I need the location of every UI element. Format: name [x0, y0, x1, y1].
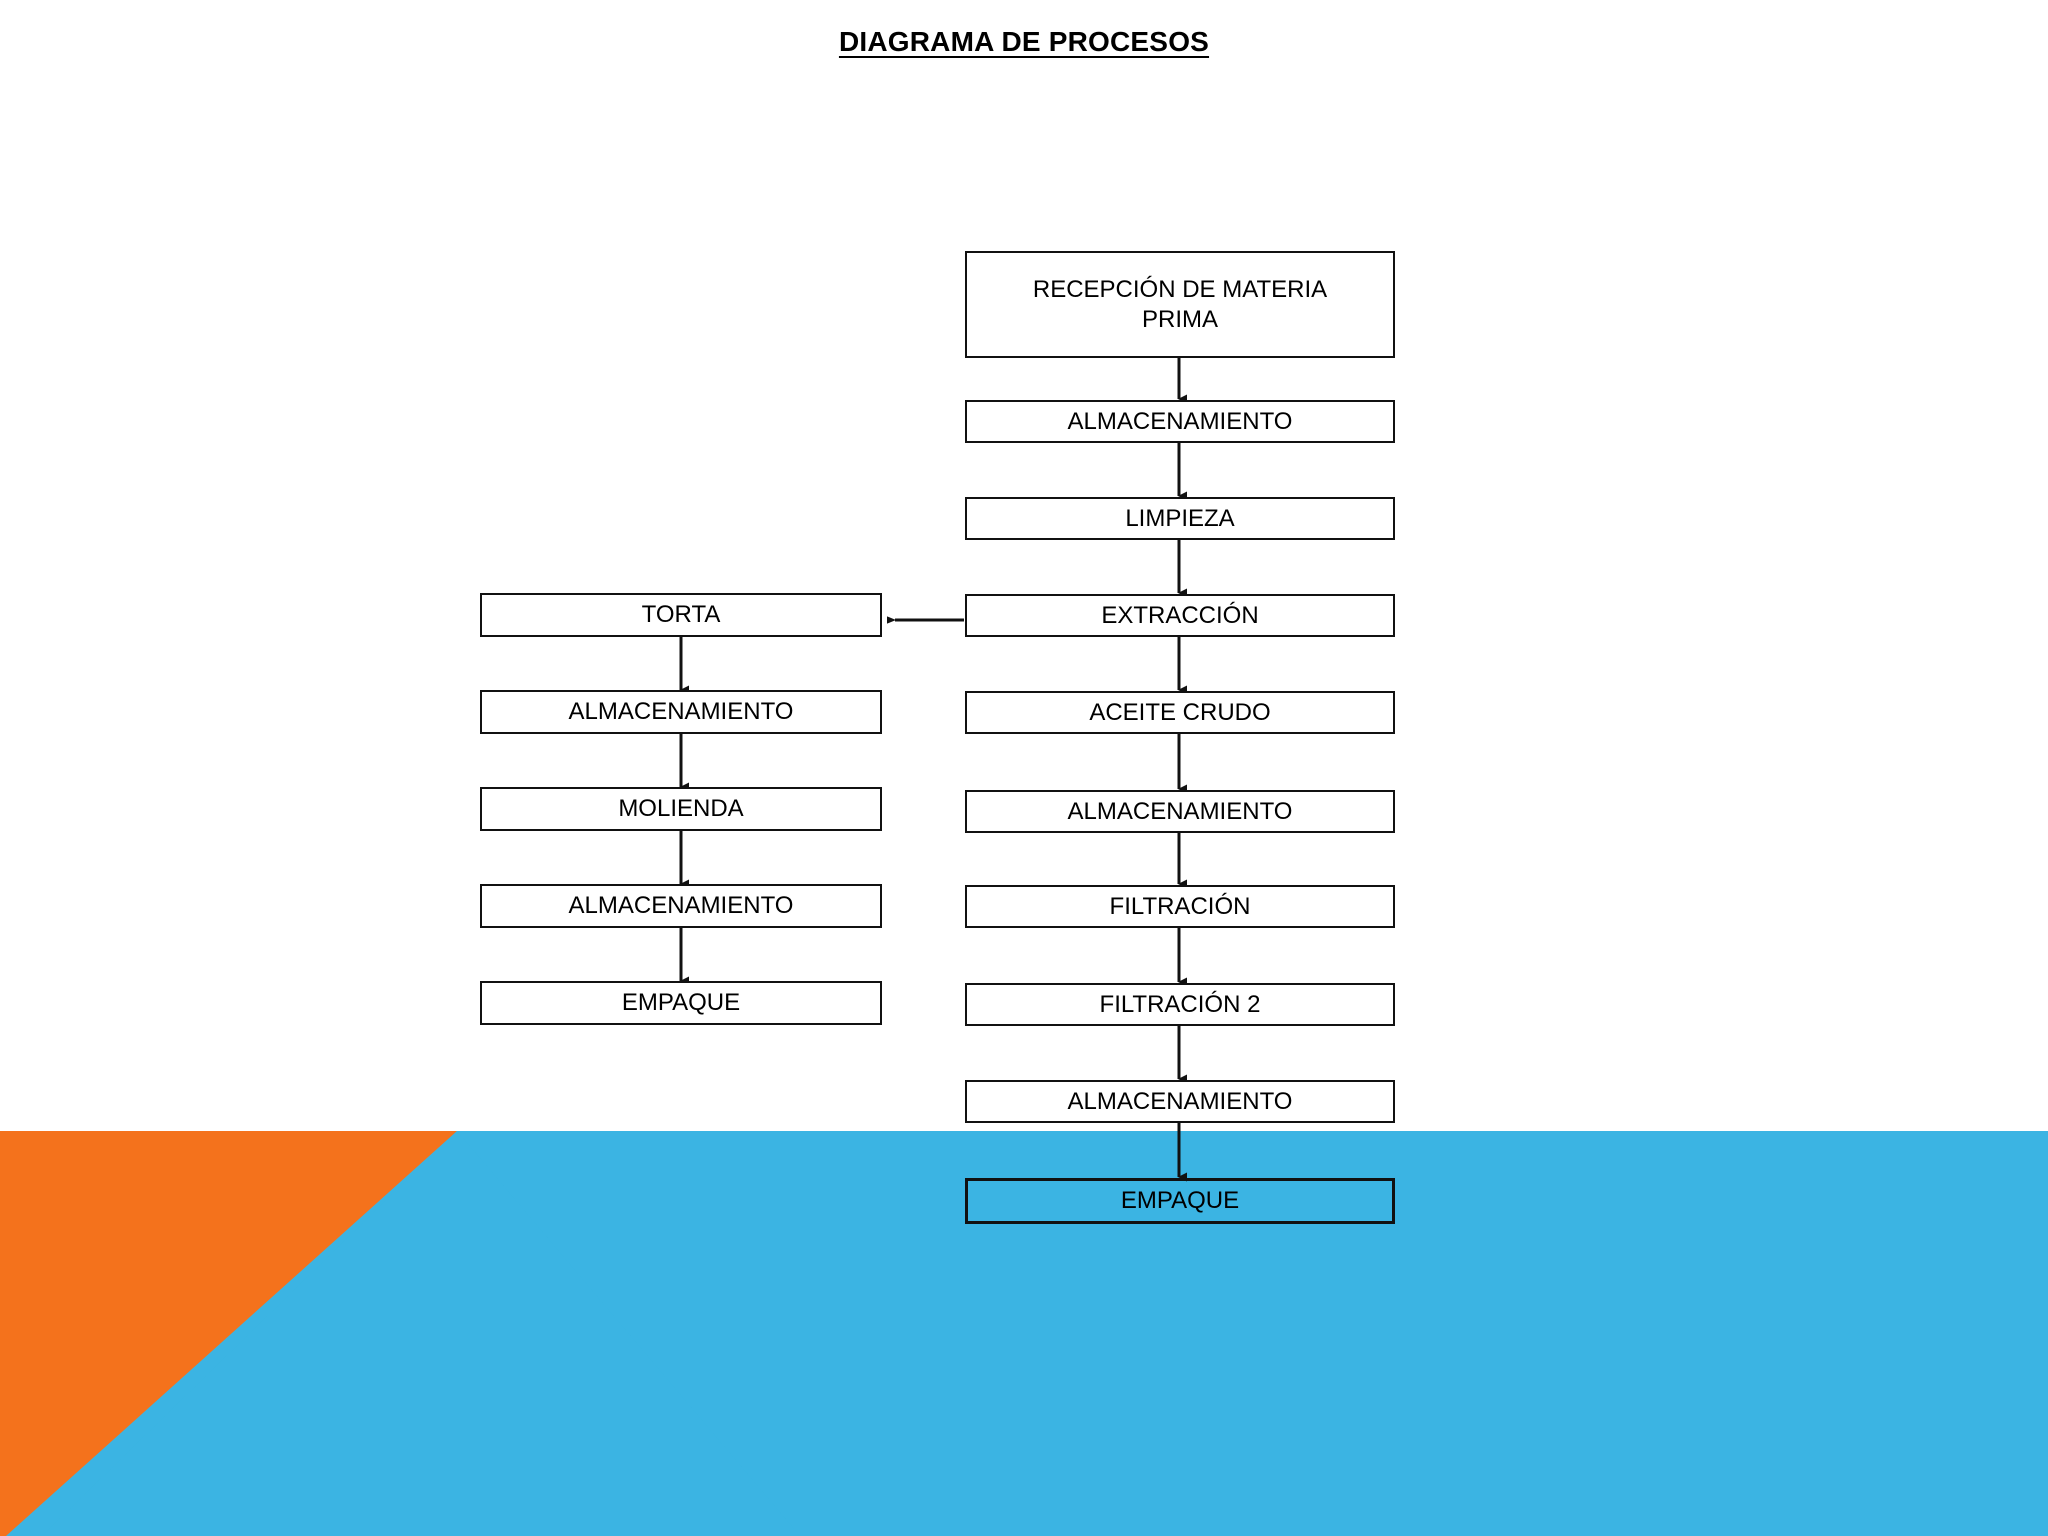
node-label: EMPAQUE [1120, 1187, 1240, 1214]
node-label: ALMACENAMIENTO [1067, 797, 1293, 825]
process-node-aceite-crudo[interactable]: ACEITE CRUDO [965, 691, 1395, 734]
node-label: ACEITE CRUDO [1089, 698, 1271, 726]
node-label: ALMACENAMIENTO [1067, 1087, 1293, 1115]
node-label: EXTRACCIÓN [1101, 601, 1259, 629]
process-node-empaque-torta[interactable]: EMPAQUE [480, 981, 882, 1025]
process-node-torta[interactable]: TORTA [480, 593, 882, 637]
process-node-filtracion[interactable]: FILTRACIÓN [965, 885, 1395, 928]
process-node-filtracion-2[interactable]: FILTRACIÓN 2 [965, 983, 1395, 1026]
process-node-torta-almacenamiento-2[interactable]: ALMACENAMIENTO [480, 884, 882, 928]
process-node-torta-almacenamiento-1[interactable]: ALMACENAMIENTO [480, 690, 882, 734]
node-label: FILTRACIÓN [1109, 892, 1251, 920]
process-node-almacenamiento-2[interactable]: ALMACENAMIENTO [965, 790, 1395, 833]
node-label: EMPAQUE [621, 989, 741, 1016]
process-node-almacenamiento-1[interactable]: ALMACENAMIENTO [965, 400, 1395, 443]
node-label: ALMACENAMIENTO [568, 892, 794, 919]
node-label: ALMACENAMIENTO [1067, 407, 1293, 435]
node-label: LIMPIEZA [1125, 504, 1235, 532]
node-label: FILTRACIÓN 2 [1099, 990, 1261, 1018]
page-title: DIAGRAMA DE PROCESOS [838, 26, 1210, 57]
node-label: RECEPCIÓN DE MATERIA PRIMA [1032, 275, 1328, 333]
node-label: ALMACENAMIENTO [568, 698, 794, 725]
process-node-empaque-aceite[interactable]: EMPAQUE [965, 1178, 1395, 1224]
process-node-molienda[interactable]: MOLIENDA [480, 787, 882, 831]
node-label: MOLIENDA [618, 795, 744, 822]
process-node-recepcion-materia-prima[interactable]: RECEPCIÓN DE MATERIA PRIMA [965, 251, 1395, 358]
process-node-limpieza[interactable]: LIMPIEZA [965, 497, 1395, 540]
node-label: TORTA [641, 601, 721, 628]
process-node-extraccion[interactable]: EXTRACCIÓN [965, 594, 1395, 637]
process-node-almacenamiento-3[interactable]: ALMACENAMIENTO [965, 1080, 1395, 1123]
